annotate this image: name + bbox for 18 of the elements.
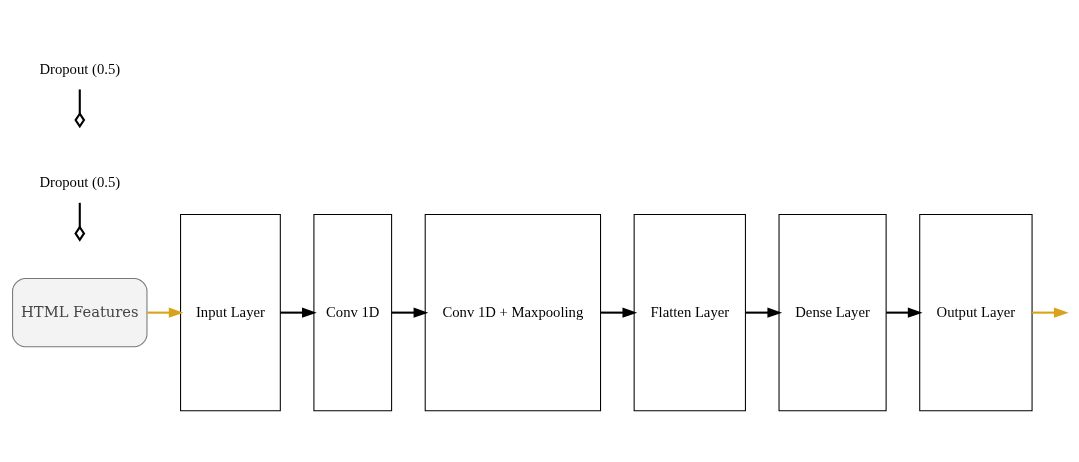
connector (78, 202, 81, 228)
node-box: Output Layer (919, 213, 1033, 412)
node-box: Dense Layer (778, 213, 887, 412)
arrow (280, 307, 317, 318)
connector (78, 89, 81, 114)
node-box: Input Layer (180, 213, 281, 412)
arrow (391, 307, 429, 318)
node-box: Conv 1D (313, 213, 393, 412)
arrow (1032, 307, 1069, 318)
node-text: Dropout (0.5) (39, 174, 121, 191)
node-box: HTML Features (12, 278, 148, 348)
arrow (745, 307, 783, 318)
arrow (600, 307, 638, 318)
node-box: Conv 1D + Maxpooling (424, 213, 602, 412)
arrow (886, 307, 923, 318)
node-text: Dropout (0.5) (39, 60, 121, 77)
node-box: Flatten Layer (633, 213, 746, 412)
arrow (147, 307, 184, 318)
